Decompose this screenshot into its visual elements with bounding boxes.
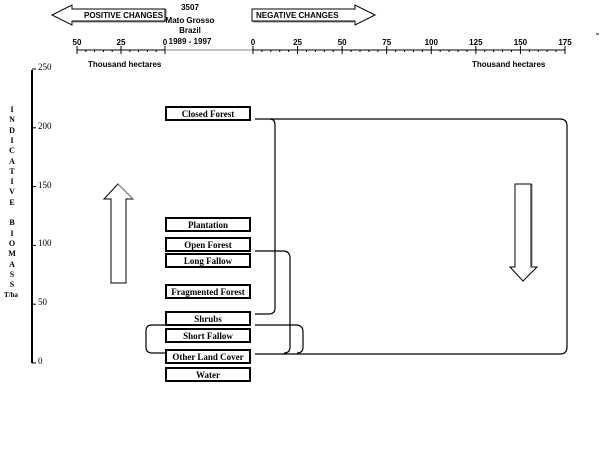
category-plantation: Plantation <box>165 217 251 232</box>
category-long-fallow: Long Fallow <box>165 253 251 268</box>
y-axis-label-letter: S <box>9 280 15 290</box>
y-axis-label-letter: N <box>9 115 15 125</box>
y-axis-label-letter: A <box>9 156 15 166</box>
biomass-increase-arrow-icon <box>102 183 135 284</box>
positive-changes-arrow <box>50 4 167 26</box>
category-shrubs: Shrubs <box>165 311 251 326</box>
y-axis-label-letter: D <box>9 125 15 135</box>
y-axis-tick-label: 150 <box>38 179 52 190</box>
y-axis-label-letter: S <box>9 269 15 279</box>
right-unit-label: Thousand hectares <box>472 60 546 69</box>
top-axis-negative-tick-label: 125 <box>469 38 483 47</box>
y-axis-label-letter: I <box>10 105 14 114</box>
transition-connectors <box>145 118 568 355</box>
y-axis-tick-label: 0 <box>38 356 43 366</box>
top-axis-negative-tick-label: 175 <box>558 38 572 47</box>
top-axis-negative-tick-label: 75 <box>382 38 392 47</box>
category-other-land-cover: Other Land Cover <box>165 349 251 364</box>
period-label: 1989 - 1997 <box>168 37 212 46</box>
y-axis-label-letter: I <box>10 177 14 187</box>
top-axis-negative-tick-label: 50 <box>337 38 347 47</box>
top-axis-negative <box>252 46 566 54</box>
y-axis-label-letter: B <box>9 218 15 228</box>
y-axis <box>31 68 36 364</box>
y-axis-label-letter: A <box>9 259 15 269</box>
connector-open-forest-other-land-cover <box>255 250 291 354</box>
top-axis-negative-tick-label: 100 <box>424 38 438 47</box>
connector-closed-forest-shrubs <box>255 118 276 315</box>
y-axis-tick-label: 200 <box>38 120 52 131</box>
left-unit-label: Thousand hectares <box>88 60 162 69</box>
country-name: Brazil <box>179 26 201 35</box>
category-open-forest: Open Forest <box>165 237 251 252</box>
connector-shrubs-other-land-cover <box>255 324 304 354</box>
negative-changes-arrow <box>251 4 377 26</box>
y-axis-label-letter: I <box>10 135 14 145</box>
y-axis-label-letter: I <box>10 228 14 238</box>
top-axis-positive-tick-label: 25 <box>116 38 126 47</box>
y-axis-label-letter: V <box>9 187 15 197</box>
y-axis-label-letter: E <box>9 197 15 207</box>
top-axis-negative-tick-label: 25 <box>293 38 303 47</box>
connector-short-fallow-left <box>145 324 165 354</box>
y-axis-unit: T/ha <box>4 291 19 299</box>
top-axis-positive-tick-label: 50 <box>72 38 82 47</box>
negative-changes-label: NEGATIVE CHANGES <box>256 11 339 20</box>
category-water: Water <box>165 367 251 382</box>
diagram-code: 3507 <box>181 3 199 12</box>
biomass-decrease-arrow-icon <box>508 183 539 282</box>
y-axis-label-letter: O <box>8 238 16 248</box>
y-axis-label-letter: M <box>8 249 16 259</box>
positive-changes-label: POSITIVE CHANGES <box>84 11 164 20</box>
y-axis-tick-label: 250 <box>38 62 52 72</box>
y-axis-label-letter: C <box>9 146 15 156</box>
y-axis-tick-label: 100 <box>38 238 52 249</box>
region-name: Mato Grosso <box>165 16 215 25</box>
category-fragmented-forest: Fragmented Forest <box>165 284 251 299</box>
y-axis-label-letter: T <box>9 166 15 176</box>
category-closed-forest: Closed Forest <box>165 106 251 121</box>
top-axis-negative-tick-label: 0 <box>250 38 256 47</box>
top-axis-positive <box>76 46 166 54</box>
top-axis-negative-tick-label: 150 <box>513 38 528 47</box>
category-short-fallow: Short Fallow <box>165 328 251 343</box>
connector-closed-forest-other-land-cover <box>255 118 568 355</box>
top-axis-positive-tick-label: 0 <box>162 38 168 47</box>
y-axis-tick-label: 50 <box>38 297 47 308</box>
